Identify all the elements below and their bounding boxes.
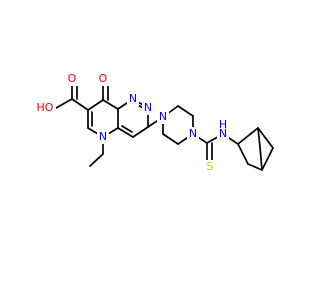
piperazine-left-n-label-bg — [157, 110, 169, 124]
pyrimidine-bottom-n-label: N — [144, 101, 152, 114]
keto-o-label: O — [99, 72, 108, 85]
bond-ho-c — [55, 98, 73, 109]
bond-pip-b — [177, 105, 194, 117]
thio-s-label: S — [207, 160, 214, 173]
atom-labels: HO O O N N N N N N H S — [34, 72, 229, 174]
piperazine-right-n-label-bg — [187, 127, 199, 141]
bond-ring1-b — [102, 99, 119, 110]
ho-label-bg — [34, 101, 56, 115]
bond-norbornyl-g — [247, 163, 263, 171]
acid-o-label-bg — [66, 72, 78, 86]
pyridine-n-label-bg — [97, 130, 109, 144]
thio-s-label-bg — [204, 160, 216, 174]
bond-norbornyl-e — [257, 127, 261, 148]
bond-pip-e — [162, 133, 179, 145]
bond-ring2-d — [132, 126, 149, 138]
amide-n-label-bg — [217, 127, 229, 141]
bond-ring2-e — [117, 127, 134, 138]
ho-label: HO — [37, 101, 54, 114]
bond-ring1-a — [87, 99, 104, 111]
bond-acid-ring — [71, 98, 89, 111]
bond-norbornyl-c — [237, 127, 259, 145]
pyrimidine-bottom-n-label-bg — [142, 101, 154, 115]
bond-n-ethyl-b — [89, 153, 104, 167]
piperazine-left-n-label: N — [159, 110, 167, 123]
bond-norbornyl-h — [259, 146, 263, 171]
structure-diagram: HO O O N N N N N N H S — [34, 72, 274, 174]
keto-o-label-bg — [97, 72, 109, 86]
pyrimidine-top-n-label-bg — [127, 92, 139, 106]
amide-n-label: N — [219, 127, 227, 140]
bond-lines — [55, 79, 274, 171]
molecule-canvas: HO O O N N N N N N H S — [34, 72, 274, 174]
pyrimidine-top-n-label: N — [129, 92, 137, 105]
bond-norbornyl-f — [261, 147, 274, 171]
amide-h-label: H — [219, 118, 227, 131]
acid-o-label: O — [68, 72, 77, 85]
piperazine-right-n-label: N — [189, 127, 197, 140]
bond-norbornyl-d — [257, 127, 274, 149]
bond-norbornyl-b — [237, 143, 249, 165]
pyridine-n-label: N — [99, 130, 107, 143]
bond-ring2-inner-b — [121, 125, 133, 133]
